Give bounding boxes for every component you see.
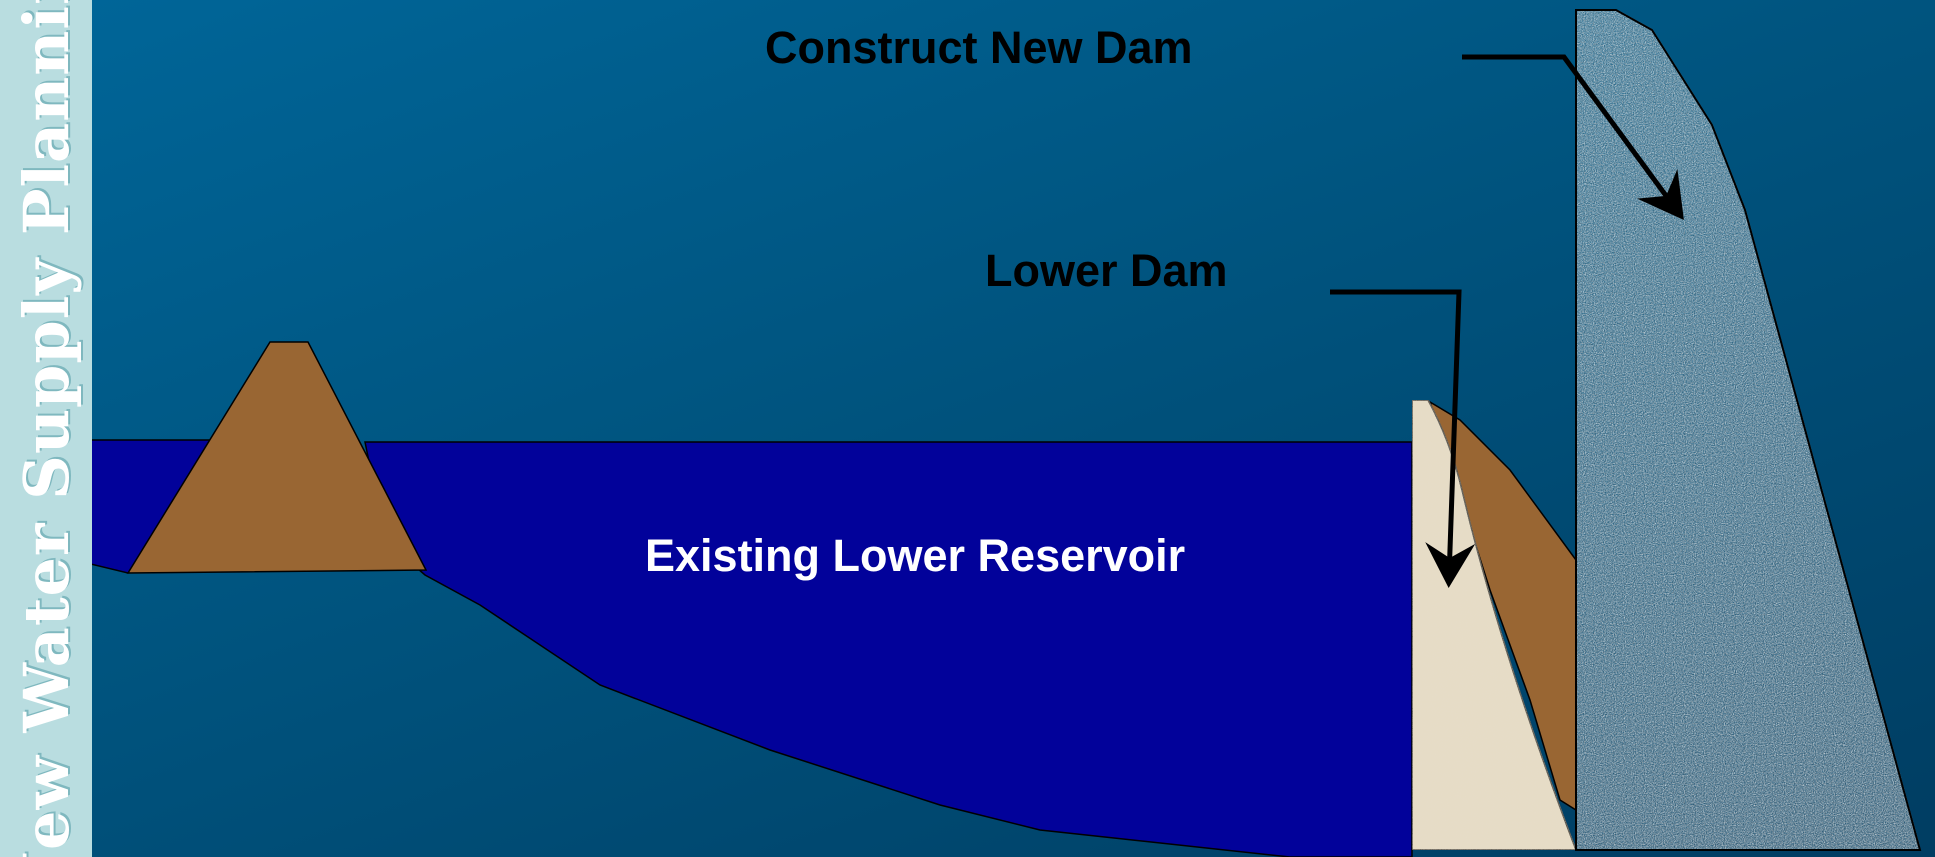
side-banner: at's New Water Supply Planning Re <box>0 0 92 857</box>
lower-dam-leader-arrow <box>1330 289 1476 588</box>
side-banner-text: at's New Water Supply Planning Re <box>9 0 83 857</box>
lower-dam-label: Lower Dam <box>985 245 1228 296</box>
new-dam-outline <box>1575 9 1922 851</box>
construct-new-dam-label: Construct New Dam <box>765 22 1193 73</box>
new-dam-leader-arrow <box>1462 54 1684 221</box>
reservoir-water <box>364 441 1413 857</box>
earth-dam <box>126 341 428 574</box>
new-dam <box>1575 9 1922 851</box>
existing-lower-reservoir-label: Existing Lower Reservoir <box>645 530 1186 581</box>
